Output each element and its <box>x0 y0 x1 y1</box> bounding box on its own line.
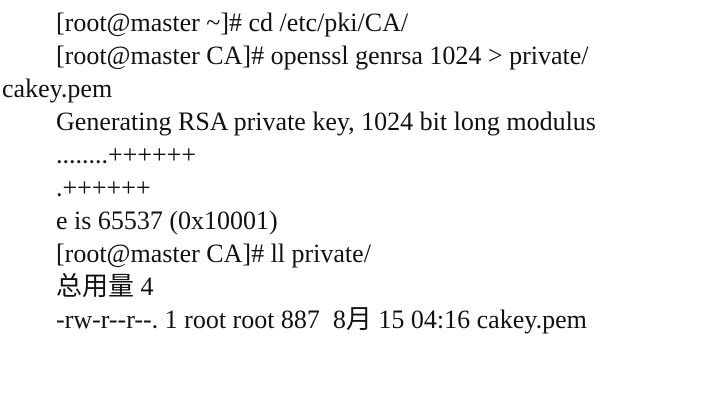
terminal-line: [root@master ~]# cd /etc/pki/CA/ <box>56 8 409 37</box>
terminal-line: .++++++ <box>56 173 151 202</box>
terminal-line-wrapped: cakey.pem <box>2 74 113 103</box>
terminal-line: ........++++++ <box>56 140 196 169</box>
terminal-line: e is 65537 (0x10001) <box>56 206 278 235</box>
terminal-line: [root@master CA]# openssl genrsa 1024 > … <box>56 41 589 70</box>
terminal-line: [root@master CA]# ll private/ <box>56 239 371 268</box>
terminal-line: 总用量 4 <box>56 272 154 301</box>
terminal-line: Generating RSA private key, 1024 bit lon… <box>56 107 596 136</box>
terminal-line: -rw-r--r--. 1 root root 887 8月 15 04:16 … <box>56 305 587 334</box>
